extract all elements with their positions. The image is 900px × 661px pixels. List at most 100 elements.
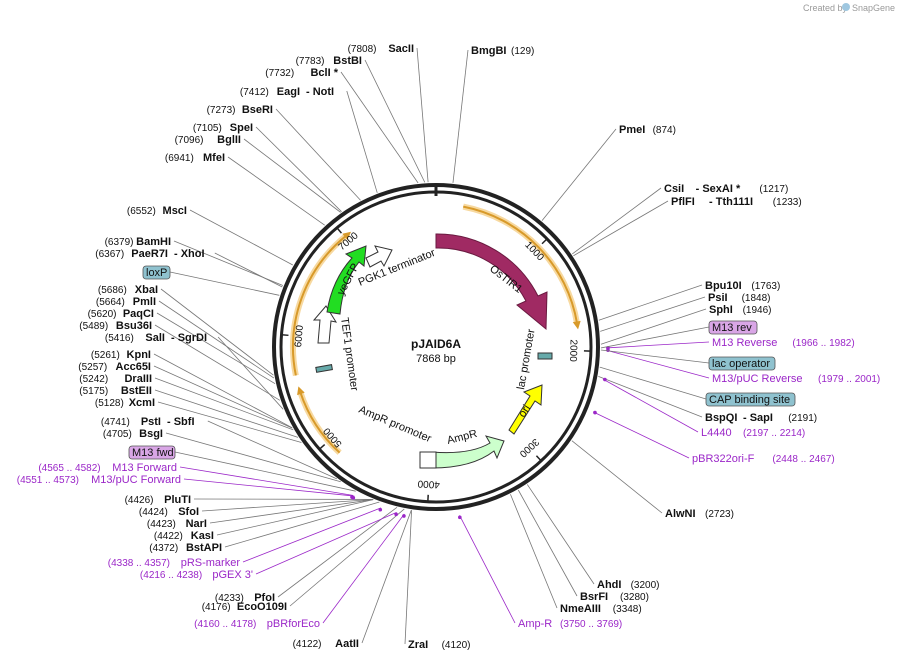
primer-name: pGEX 3' [212, 569, 253, 581]
enzyme-name-alt: - SapI [743, 412, 773, 424]
enzyme-site-paqci[interactable]: PaqCI(5620) [88, 308, 154, 320]
enzyme-site-bpu10i[interactable]: Bpu10I(1763) [705, 280, 780, 292]
enzyme-site-xbai[interactable]: XbaI(5686) [98, 284, 158, 296]
enzyme-site-kasi[interactable]: KasI(4422) [154, 530, 214, 542]
enzyme-site-nari[interactable]: NarI(4423) [147, 518, 207, 530]
enzyme-position: (7783) [296, 56, 325, 67]
enzyme-position: (129) [511, 46, 534, 57]
enzyme-name: BsrFI [580, 591, 608, 603]
enzyme-site-kpni[interactable]: KpnI(5261) [91, 349, 151, 361]
plasmid-size: 7868 bp [416, 353, 456, 365]
enzyme-position: (1217) [759, 184, 788, 195]
feature-ori[interactable]: ori [508, 384, 543, 435]
enzyme-site-bseri[interactable]: BseRI(7273) [207, 104, 273, 116]
feature-tef1-promoter[interactable]: TEF1 promoter [312, 305, 360, 392]
enzyme-site-msci[interactable]: MscI(6552) [127, 205, 187, 217]
feature-box-lac-operator[interactable]: lac operator [708, 356, 776, 371]
enzyme-site-bstbi[interactable]: BstBI(7783) [296, 55, 362, 67]
enzyme-name: EagI [277, 86, 300, 98]
enzyme-site-pluti[interactable]: PluTI(4426) [125, 494, 191, 506]
primer-name: M13/pUC Reverse [712, 373, 802, 385]
primer-l4440[interactable]: L4440(2197 .. 2214) [701, 427, 805, 439]
primer-range: (1966 .. 1982) [792, 338, 854, 349]
brand-text: SnapGene [852, 3, 895, 13]
enzyme-name: SacII [388, 43, 414, 55]
primer-amp-r[interactable]: Amp-R(3750 .. 3769) [518, 618, 622, 630]
feature-pgk1-terminator[interactable]: PGK1 terminator [357, 245, 438, 289]
primer-m13-puc-reverse[interactable]: M13/pUC Reverse(1979 .. 2001) [712, 373, 880, 385]
enzyme-site-bglii[interactable]: BglII(7096) [175, 134, 241, 146]
enzyme-position: (4423) [147, 519, 176, 530]
enzyme-site-nmeaiii[interactable]: NmeAIII(3348) [560, 603, 642, 615]
enzyme-site-bsteii[interactable]: BstEII(5175) [79, 385, 152, 397]
primer-m13-puc-forward[interactable]: M13/pUC Forward(4551 .. 4573) [17, 474, 181, 486]
primer-pbr322ori-f[interactable]: pBR322ori-F(2448 .. 2467) [692, 453, 835, 465]
enzyme-position: (7732) [265, 68, 294, 79]
enzyme-name-alt: - Tth111I [709, 196, 753, 208]
enzyme-position: (2191) [788, 413, 817, 424]
primer-prs-marker[interactable]: pRS-marker(4338 .. 4357) [108, 557, 241, 569]
enzyme-site-sphi[interactable]: SphI(1946) [709, 304, 772, 316]
enzyme-name: MscI [163, 205, 187, 217]
enzyme-position: (5686) [98, 285, 127, 296]
primer-pgex-3[interactable]: pGEX 3'(4216 .. 4238) [140, 569, 253, 581]
enzyme-site-spei[interactable]: SpeI(7105) [193, 122, 253, 134]
enzyme-name: SfoI [178, 506, 199, 518]
enzyme-site-sfoi[interactable]: SfoI(4424) [139, 506, 199, 518]
enzyme-site-acc65i[interactable]: Acc65I(5257) [78, 361, 151, 373]
feature-box-label: lac operator [712, 358, 770, 370]
enzyme-site-pmli[interactable]: PmlI(5664) [96, 296, 156, 308]
primer-name: M13 Forward [112, 462, 177, 474]
enzyme-name: PfoI [254, 592, 275, 604]
enzyme-site-eagi[interactable]: EagI- NotI(7412) [240, 86, 334, 98]
primer-pbrforeco[interactable]: pBRforEco(4160 .. 4178) [194, 618, 320, 630]
enzyme-site-bamhi[interactable]: BamHI(6379) [105, 236, 171, 248]
enzyme-position: (5620) [88, 309, 117, 320]
orf-arc [292, 234, 348, 376]
enzyme-site-psii[interactable]: PsiI(1848) [708, 292, 771, 304]
enzyme-position: (4233) [215, 593, 244, 604]
enzyme-site-bmgbi[interactable]: BmgBI(129) [471, 45, 534, 57]
enzyme-site-ahdi[interactable]: AhdI(3200) [597, 579, 660, 591]
enzyme-name: Acc65I [116, 361, 151, 373]
enzyme-site-bstapi[interactable]: BstAPI(4372) [149, 542, 222, 554]
enzyme-site-sali[interactable]: SalI- SgrDI(5416) [105, 332, 207, 344]
enzyme-site-aatii[interactable]: AatII(4122) [293, 638, 359, 650]
enzyme-site-bsu36i[interactable]: Bsu36I(5489) [79, 320, 152, 332]
tick-label-6000: 6000 [293, 324, 306, 347]
enzyme-site-bspqi[interactable]: BspQI- SapI(2191) [705, 412, 817, 424]
primer-m13-reverse[interactable]: M13 Reverse(1966 .. 1982) [712, 337, 855, 349]
enzyme-site-paer7i[interactable]: PaeR7I- XhoI(6367) [95, 248, 204, 260]
enzyme-site-pfoi[interactable]: PfoI (4233) [215, 592, 275, 604]
primer-name: pBRforEco [267, 618, 320, 630]
enzyme-site-ecoo109i[interactable]: EcoO109I(4176) [202, 601, 287, 613]
feature-box-loxp[interactable]: loxP [142, 265, 171, 280]
enzyme-site-xcmi[interactable]: XcmI(5128) [95, 397, 155, 409]
orf-arc [463, 205, 579, 324]
enzyme-name: PluTI [164, 494, 191, 506]
enzyme-name: BstAPI [186, 542, 222, 554]
enzyme-name: PmlI [133, 296, 156, 308]
enzyme-site-draiii[interactable]: DraIII(5242) [79, 373, 152, 385]
feature-box-m13-fwd[interactable]: M13 fwd [128, 445, 176, 460]
enzyme-site-bcli[interactable]: BclI *(7732) [265, 67, 338, 79]
enzyme-site-pflfi[interactable]: PflFI- Tth111I(1233) [671, 196, 802, 208]
enzyme-site-sacii[interactable]: SacII(7808) [348, 43, 414, 55]
enzyme-site-bsgi[interactable]: BsgI(4705) [103, 428, 163, 440]
enzyme-site-bsrfi[interactable]: BsrFI(3280) [580, 591, 649, 603]
enzyme-name-alt: - NotI [306, 86, 334, 98]
enzyme-site-alwni[interactable]: AlwNI(2723) [665, 508, 734, 520]
enzyme-site-psti[interactable]: PstI- SbfI(4741) [101, 416, 195, 428]
enzyme-site-mfei[interactable]: MfeI (6941) [165, 152, 225, 164]
feature-box-cap-binding-site[interactable]: CAP binding site [705, 392, 796, 407]
enzyme-position: (6941) [165, 153, 194, 164]
enzyme-site-csii[interactable]: CsiI- SexAI *(1217) [664, 183, 788, 195]
enzyme-site-zrai[interactable]: ZraI(4120) [408, 639, 471, 651]
site-labels: SacII(7808)BstBI(7783)BclI *(7732) EagI - … [17, 43, 881, 651]
primer-m13-forward[interactable]: M13 Forward(4565 .. 4582) [38, 462, 177, 474]
enzyme-site-pmei[interactable]: PmeI(874) [619, 124, 676, 136]
feature-box-m13-rev[interactable]: M13 rev [708, 320, 758, 335]
enzyme-name: MfeI [203, 152, 225, 164]
enzyme-name: PaeR7I [131, 248, 168, 260]
enzyme-name: SpeI [230, 122, 253, 134]
